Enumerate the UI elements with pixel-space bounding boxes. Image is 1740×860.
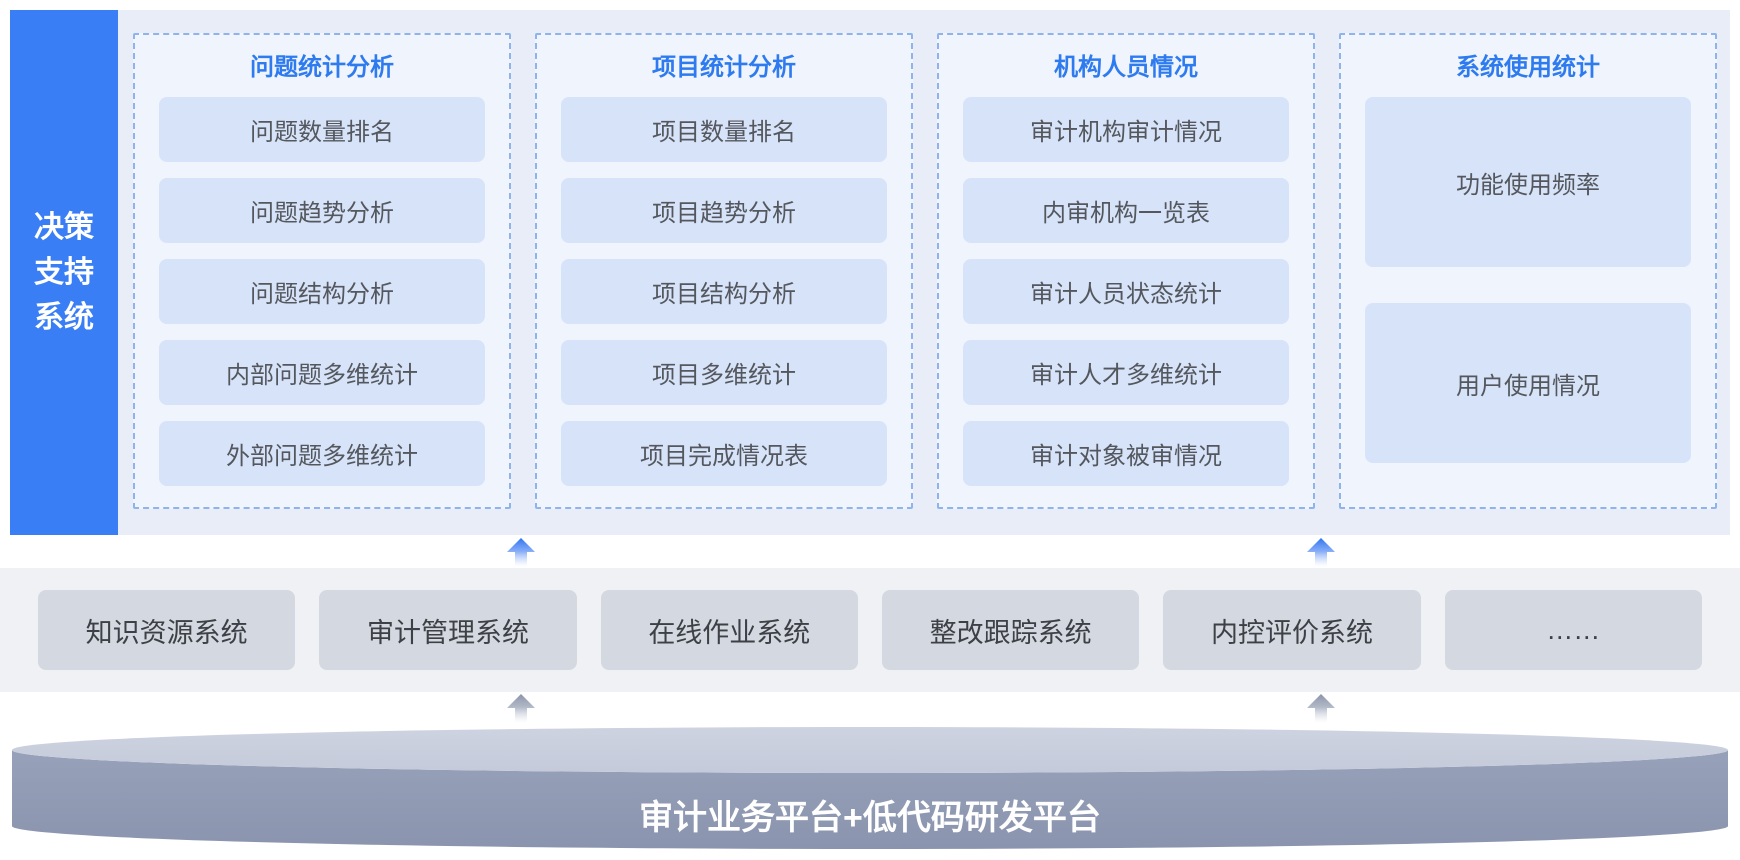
- column-title: 系统使用统计: [1456, 54, 1600, 81]
- platform-cylinder: [12, 727, 1728, 849]
- system-box-online-work: 在线作业系统: [600, 590, 858, 670]
- module-box: 内审机构一览表: [963, 178, 1289, 243]
- system-box-audit-management: 审计管理系统: [319, 590, 577, 670]
- system-box-internal-control: 内控评价系统: [1163, 590, 1421, 670]
- module-box: 项目数量排名: [561, 97, 887, 162]
- sidebar-line: 决策: [34, 211, 94, 244]
- module-box: 问题结构分析: [159, 259, 485, 324]
- column-project-stats: 项目统计分析 项目数量排名 项目趋势分析 项目结构分析 项目多维统计 项目完成情…: [535, 33, 913, 509]
- module-box: 问题数量排名: [159, 97, 485, 162]
- module-box: 审计机构审计情况: [963, 97, 1289, 162]
- decision-support-section: 决策 支持 系统 问题统计分析 问题数量排名 问题趋势分析 问题结构分析 内部问…: [10, 10, 1730, 535]
- module-box: 审计人才多维统计: [963, 340, 1289, 405]
- system-box-ellipsis: ……: [1444, 590, 1702, 670]
- up-arrow-icon: [1306, 537, 1336, 567]
- module-box: 项目结构分析: [561, 259, 887, 324]
- module-box: 用户使用情况: [1365, 303, 1691, 463]
- module-box: 内部问题多维统计: [159, 340, 485, 405]
- column-problem-stats: 问题统计分析 问题数量排名 问题趋势分析 问题结构分析 内部问题多维统计 外部问…: [133, 33, 511, 509]
- platform-label: 审计业务平台+低代码研发平台: [639, 799, 1101, 837]
- column-title: 项目统计分析: [652, 54, 796, 81]
- system-box-knowledge: 知识资源系统: [38, 590, 296, 670]
- module-box: 问题趋势分析: [159, 178, 485, 243]
- column-title: 机构人员情况: [1054, 54, 1198, 81]
- module-box: 外部问题多维统计: [159, 421, 485, 486]
- module-box: 功能使用频率: [1365, 97, 1691, 267]
- column-items: 功能使用频率 用户使用情况: [1365, 97, 1691, 463]
- column-items: 问题数量排名 问题趋势分析 问题结构分析 内部问题多维统计 外部问题多维统计: [159, 97, 485, 486]
- column-title: 问题统计分析: [250, 54, 394, 81]
- decision-support-title: 决策 支持 系统: [10, 10, 118, 535]
- subsystems-row: 知识资源系统 审计管理系统 在线作业系统 整改跟踪系统 内控评价系统 ……: [0, 568, 1740, 692]
- module-box: 项目趋势分析: [561, 178, 887, 243]
- up-arrow-icon: [1306, 693, 1336, 723]
- sidebar-line: 支持: [34, 256, 94, 289]
- column-org-personnel: 机构人员情况 审计机构审计情况 内审机构一览表 审计人员状态统计 审计人才多维统…: [937, 33, 1315, 509]
- module-box: 项目完成情况表: [561, 421, 887, 486]
- system-box-rectification: 整改跟踪系统: [881, 590, 1140, 670]
- column-system-usage: 系统使用统计 功能使用频率 用户使用情况: [1339, 33, 1717, 509]
- column-items: 审计机构审计情况 内审机构一览表 审计人员状态统计 审计人才多维统计 审计对象被…: [963, 97, 1289, 486]
- column-items: 项目数量排名 项目趋势分析 项目结构分析 项目多维统计 项目完成情况表: [561, 97, 887, 486]
- up-arrow-icon: [506, 693, 536, 723]
- module-box: 项目多维统计: [561, 340, 887, 405]
- up-arrow-icon: [506, 537, 536, 567]
- module-box: 审计人员状态统计: [963, 259, 1289, 324]
- sidebar-line: 系统: [34, 301, 94, 334]
- module-box: 审计对象被审情况: [963, 421, 1289, 486]
- statistics-columns: 问题统计分析 问题数量排名 问题趋势分析 问题结构分析 内部问题多维统计 外部问…: [118, 10, 1730, 535]
